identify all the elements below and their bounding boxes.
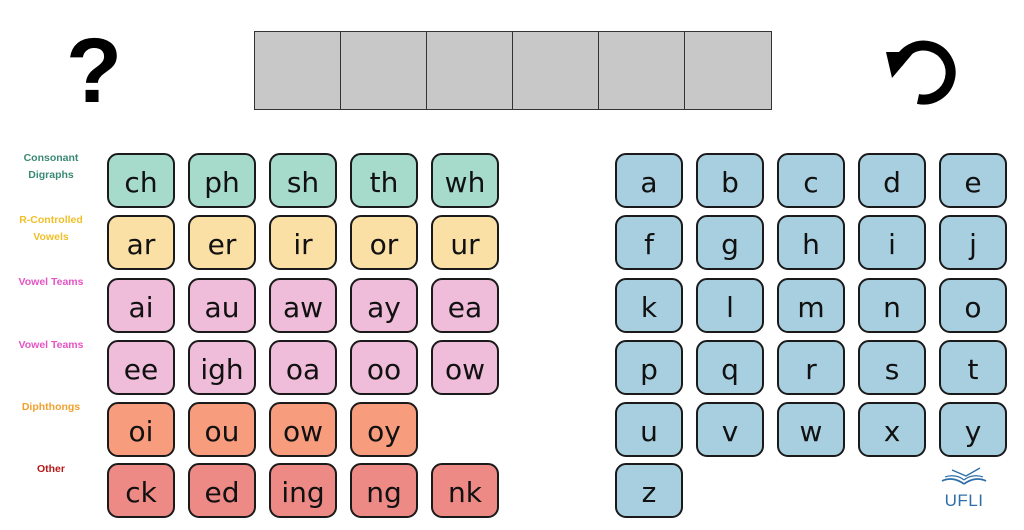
tile-letter-h[interactable]: h: [777, 215, 845, 270]
tile-letter-x[interactable]: x: [858, 402, 926, 457]
tile-oy[interactable]: oy: [350, 402, 418, 457]
ufli-logo: UFLI: [936, 466, 992, 512]
tile-ar[interactable]: ar: [107, 215, 175, 270]
tile-letter-c[interactable]: c: [777, 153, 845, 208]
label-vowel-teams: Vowel Teams: [18, 339, 84, 351]
tile-ch[interactable]: ch: [107, 153, 175, 208]
tile-igh[interactable]: igh: [188, 340, 256, 395]
tile-ay[interactable]: ay: [350, 278, 418, 333]
tile-er[interactable]: er: [188, 215, 256, 270]
tile-oi[interactable]: oi: [107, 402, 175, 457]
tile-letter-g[interactable]: g: [696, 215, 764, 270]
tile-ing[interactable]: ing: [269, 463, 337, 518]
word-slot[interactable]: [513, 32, 599, 109]
tile-or[interactable]: or: [350, 215, 418, 270]
tile-letter-w[interactable]: w: [777, 402, 845, 457]
tile-letter-i[interactable]: i: [858, 215, 926, 270]
tile-letter-q[interactable]: q: [696, 340, 764, 395]
tile-ph[interactable]: ph: [188, 153, 256, 208]
label-diphthongs: Diphthongs: [21, 401, 81, 413]
tile-ed[interactable]: ed: [188, 463, 256, 518]
tile-oa[interactable]: oa: [269, 340, 337, 395]
tile-nk[interactable]: nk: [431, 463, 499, 518]
tile-letter-y[interactable]: y: [939, 402, 1007, 457]
tile-ou[interactable]: ou: [188, 402, 256, 457]
tile-au[interactable]: au: [188, 278, 256, 333]
tile-ck[interactable]: ck: [107, 463, 175, 518]
tile-ee[interactable]: ee: [107, 340, 175, 395]
tile-letter-a[interactable]: a: [615, 153, 683, 208]
label-r-controlled-vowels: R-Controlled Vowels: [19, 214, 83, 243]
question-mark-icon: ?: [65, 20, 123, 122]
tile-letter-u[interactable]: u: [615, 402, 683, 457]
tile-letter-v[interactable]: v: [696, 402, 764, 457]
tile-letter-z[interactable]: z: [615, 463, 683, 518]
tile-letter-d[interactable]: d: [858, 153, 926, 208]
logo-text: UFLI: [944, 491, 984, 510]
label-other: Other: [36, 463, 65, 475]
tile-ur[interactable]: ur: [431, 215, 499, 270]
label-consonant-digraphs: Consonant Digraphs: [23, 152, 79, 181]
undo-arrow-icon: [886, 40, 956, 105]
tile-ai[interactable]: ai: [107, 278, 175, 333]
tile-ow[interactable]: ow: [269, 402, 337, 457]
tile-oo[interactable]: oo: [350, 340, 418, 395]
tile-aw[interactable]: aw: [269, 278, 337, 333]
tile-letter-m[interactable]: m: [777, 278, 845, 333]
tile-letter-r[interactable]: r: [777, 340, 845, 395]
tile-letter-k[interactable]: k: [615, 278, 683, 333]
tile-letter-o[interactable]: o: [939, 278, 1007, 333]
tile-th[interactable]: th: [350, 153, 418, 208]
word-slot[interactable]: [685, 32, 771, 109]
word-slot[interactable]: [255, 32, 341, 109]
tile-sh[interactable]: sh: [269, 153, 337, 208]
label-vowel-teams: Vowel Teams: [18, 276, 84, 288]
tile-letter-l[interactable]: l: [696, 278, 764, 333]
tile-ow[interactable]: ow: [431, 340, 499, 395]
tile-letter-b[interactable]: b: [696, 153, 764, 208]
tile-ng[interactable]: ng: [350, 463, 418, 518]
tile-letter-e[interactable]: e: [939, 153, 1007, 208]
word-slot[interactable]: [427, 32, 513, 109]
tile-ea[interactable]: ea: [431, 278, 499, 333]
word-slot[interactable]: [599, 32, 685, 109]
tile-letter-t[interactable]: t: [939, 340, 1007, 395]
tile-wh[interactable]: wh: [431, 153, 499, 208]
tile-letter-f[interactable]: f: [615, 215, 683, 270]
tile-letter-j[interactable]: j: [939, 215, 1007, 270]
word-builder: [254, 31, 772, 110]
word-slot[interactable]: [341, 32, 427, 109]
tile-letter-s[interactable]: s: [858, 340, 926, 395]
tile-ir[interactable]: ir: [269, 215, 337, 270]
tile-letter-p[interactable]: p: [615, 340, 683, 395]
help-button[interactable]: ?: [62, 25, 126, 117]
undo-button[interactable]: [884, 34, 962, 112]
tile-letter-n[interactable]: n: [858, 278, 926, 333]
open-book-icon: [941, 467, 987, 485]
